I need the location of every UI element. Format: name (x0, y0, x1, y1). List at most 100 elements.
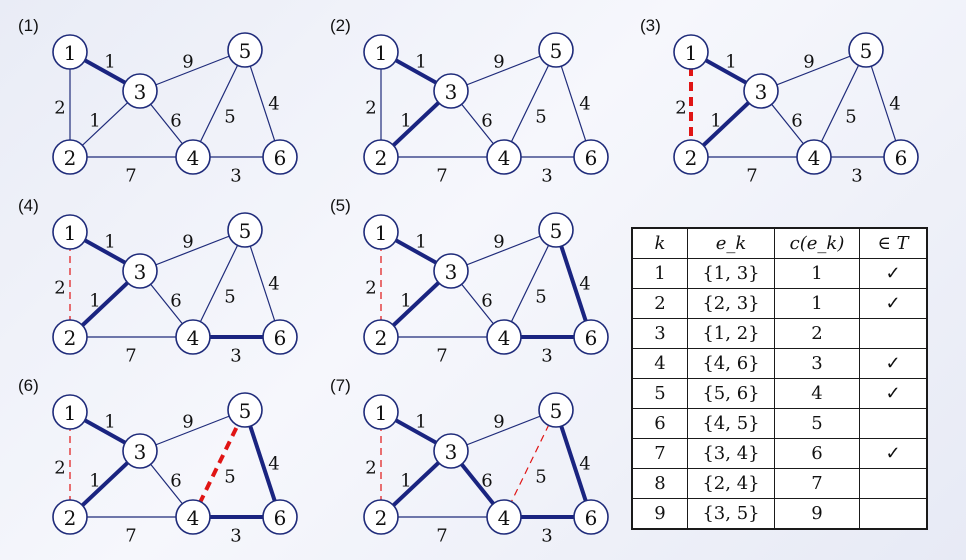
edge-weight-1-3: 1 (415, 232, 426, 253)
edge-weight-1-3: 1 (104, 52, 115, 73)
node-3: 3 (743, 73, 779, 109)
node-3: 3 (433, 433, 469, 469)
edge-weight-5-6: 4 (579, 94, 590, 115)
edge-4-5 (503, 49, 557, 158)
node-circle (52, 394, 88, 430)
edge-weight-2-4: 7 (436, 166, 447, 187)
cell-edge: {1, 2} (687, 318, 775, 349)
node-label: 6 (274, 506, 287, 530)
header-edge-text: e_k (715, 233, 747, 254)
cell-k: 2 (631, 288, 688, 319)
edge-weight-4-5: 5 (535, 107, 546, 128)
edge-weight-2-3: 1 (710, 111, 721, 132)
node-label: 3 (445, 80, 458, 104)
cell-edge: {1, 3} (687, 258, 775, 289)
cell-edge: {2, 4} (687, 468, 775, 499)
node-4: 4 (175, 319, 211, 355)
node-6: 6 (883, 139, 919, 175)
edge-5-6 (244, 229, 281, 338)
edge-weight-4-6: 3 (541, 526, 552, 547)
edge-4-5 (813, 49, 867, 158)
edge-5-6 (555, 49, 592, 158)
step-label-1: (1) (18, 16, 39, 35)
node-3: 3 (122, 253, 158, 289)
node-2: 2 (52, 499, 88, 535)
edge-weight-2-4: 7 (125, 346, 136, 367)
edge-weight-5-6: 4 (579, 274, 590, 295)
node-2: 2 (52, 139, 88, 175)
edge-4-5 (192, 49, 246, 158)
selected-edge-5-6 (243, 409, 282, 518)
node-label: 1 (685, 41, 698, 65)
node-3: 3 (122, 73, 158, 109)
cell-k: 9 (631, 498, 688, 530)
edge-4-5 (192, 229, 246, 338)
cell-cost: 1 (774, 258, 860, 289)
edge-weight-1-3: 1 (415, 52, 426, 73)
edge-weight-2-4: 7 (125, 526, 136, 547)
node-circle (573, 499, 609, 535)
edge-weight-1-2: 2 (54, 458, 65, 479)
node-label: 3 (134, 260, 147, 284)
node-label: 1 (64, 401, 77, 425)
node-label: 4 (187, 146, 200, 170)
node-label: 4 (187, 326, 200, 350)
table-row: 4{4, 6}3✓ (631, 348, 928, 379)
node-label: 4 (498, 506, 511, 530)
node-3: 3 (122, 433, 158, 469)
node-label: 3 (134, 440, 147, 464)
node-circle (262, 139, 298, 175)
edge-weight-3-4: 6 (170, 111, 181, 132)
cell-k: 4 (631, 348, 688, 379)
node-6: 6 (262, 139, 298, 175)
cell-cost: 7 (774, 468, 860, 499)
node-circle (486, 319, 522, 355)
edge-weight-1-3: 1 (104, 412, 115, 433)
node-label: 3 (445, 440, 458, 464)
edge-weight-3-5: 9 (182, 52, 193, 73)
edge-weight-1-2: 2 (54, 278, 65, 299)
edge-weight-5-6: 4 (889, 94, 900, 115)
node-2: 2 (363, 319, 399, 355)
cell-edge: {4, 5} (687, 408, 775, 439)
node-1: 1 (363, 394, 399, 430)
table-row: 7{3, 4}6✓ (631, 438, 928, 469)
cell-k: 6 (631, 408, 688, 439)
table-row: 9{3, 5}9 (631, 498, 928, 530)
node-label: 3 (755, 80, 768, 104)
node-label: 2 (64, 326, 77, 350)
edge-3-5 (139, 409, 246, 452)
node-label: 3 (445, 260, 458, 284)
cell-cost: 1 (774, 288, 860, 319)
node-label: 1 (64, 41, 77, 65)
table-row: 1{1, 3}1✓ (631, 258, 928, 289)
cell-k: 1 (631, 258, 688, 289)
node-circle (538, 392, 574, 428)
node-label: 6 (585, 506, 598, 530)
node-2: 2 (673, 139, 709, 175)
step-label-5: (5) (330, 196, 351, 215)
node-circle (52, 34, 88, 70)
header-in-tree: ∈ T (859, 227, 928, 259)
node-label: 6 (585, 146, 598, 170)
edge-weight-3-4: 6 (170, 471, 181, 492)
node-circle (363, 319, 399, 355)
edge-weight-4-5: 5 (535, 287, 546, 308)
table-row: 2{2, 3}1✓ (631, 288, 928, 319)
node-label: 4 (187, 506, 200, 530)
node-circle (363, 499, 399, 535)
node-circle (573, 139, 609, 175)
node-1: 1 (52, 394, 88, 430)
edge-3-5 (139, 229, 246, 272)
node-label: 5 (239, 399, 252, 423)
node-3: 3 (433, 253, 469, 289)
node-label: 6 (274, 326, 287, 350)
discarded-edge-4-5 (503, 409, 557, 518)
node-label: 2 (685, 146, 698, 170)
node-circle (52, 214, 88, 250)
node-label: 2 (64, 506, 77, 530)
